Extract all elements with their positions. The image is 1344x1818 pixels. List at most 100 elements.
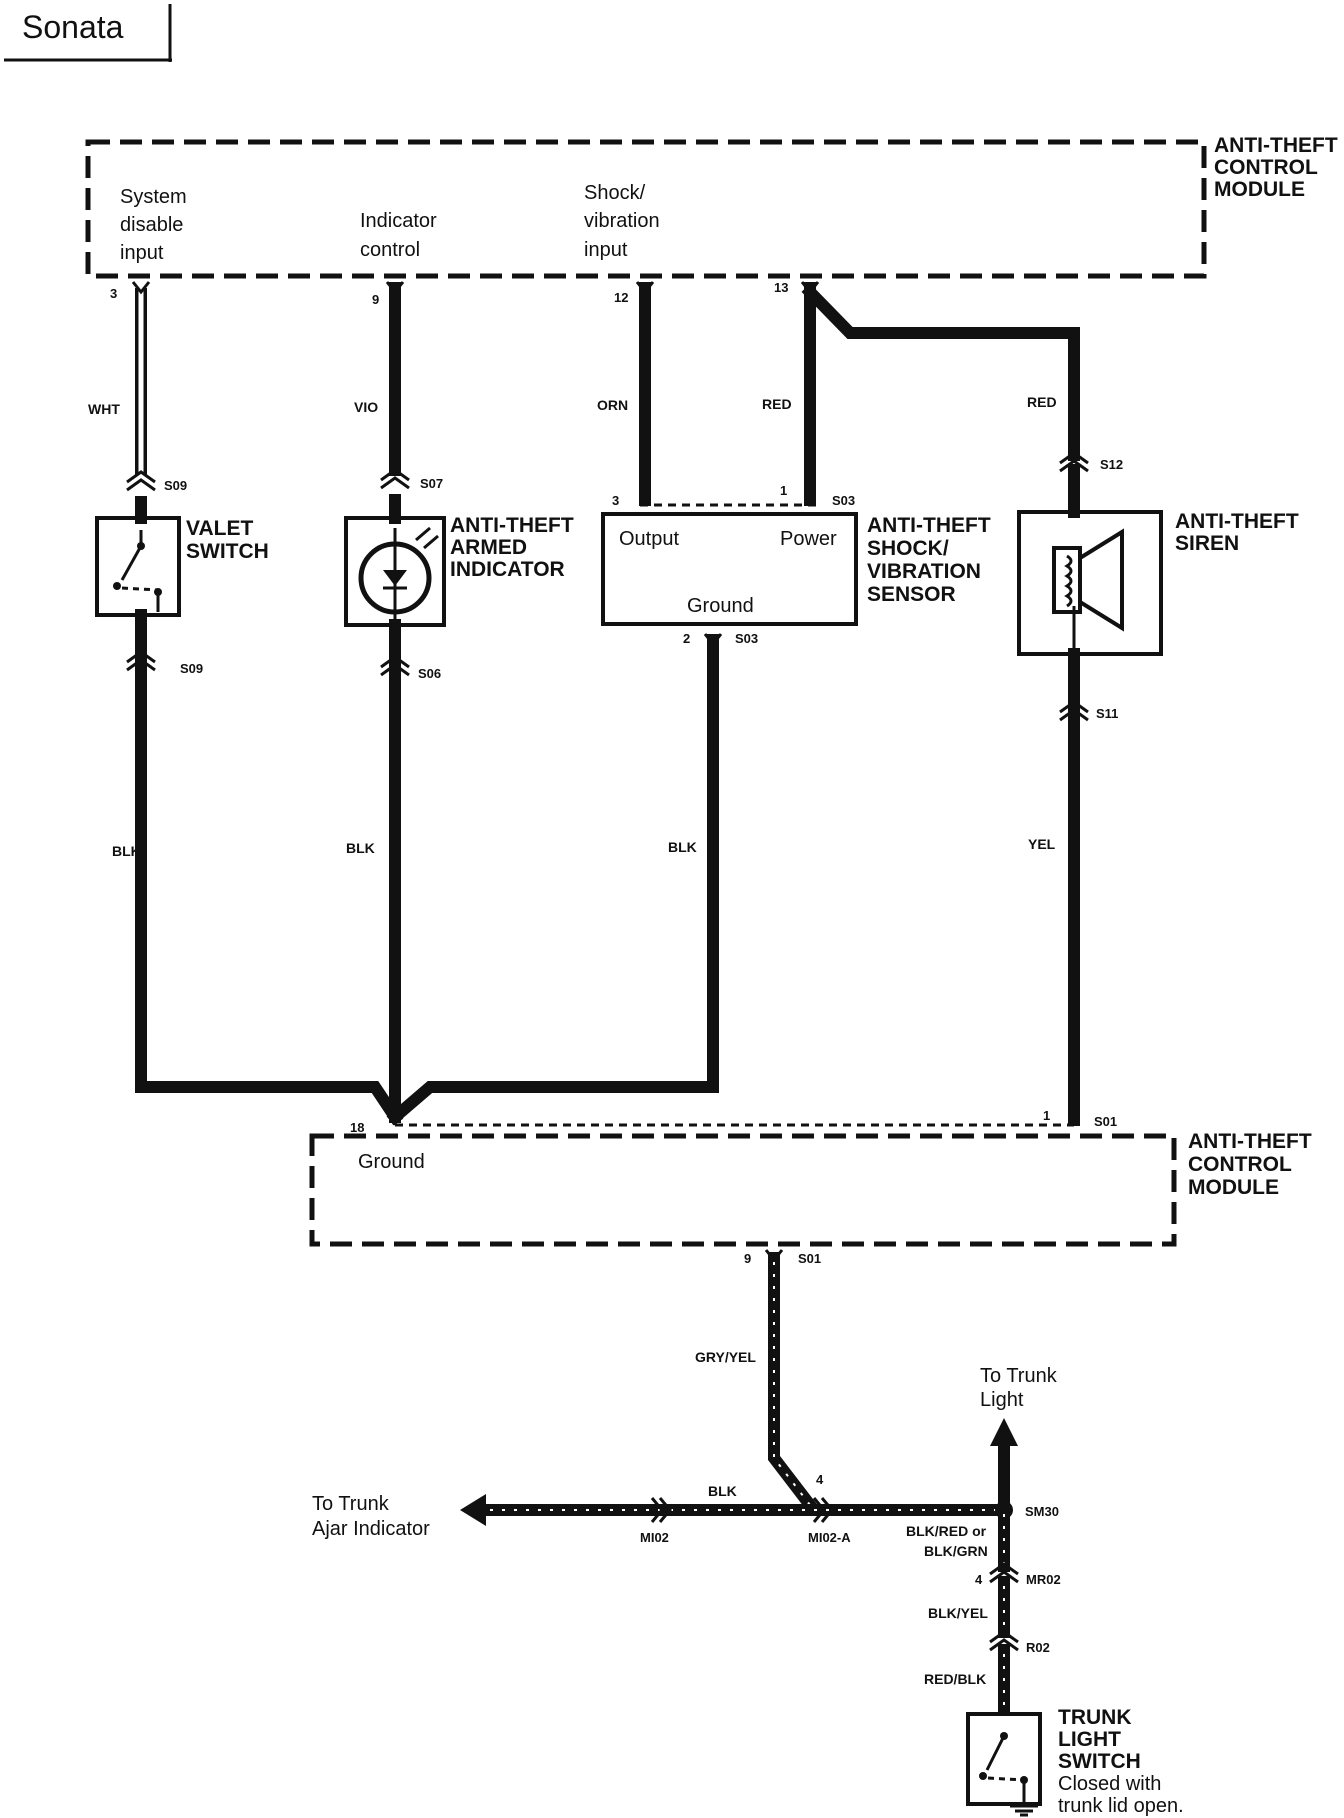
connector-label-s509-bottom: S09	[180, 661, 203, 676]
wire-gry-yel	[768, 1252, 819, 1514]
wire-label-blk-1: BLK	[112, 843, 141, 859]
svg-text:ANTI-THEFT: ANTI-THEFT	[1188, 1130, 1312, 1153]
wire-label-blk-yel: BLK/YEL	[928, 1605, 988, 1621]
siren-box	[1017, 510, 1163, 656]
system-disable-input-label: System disable input	[120, 186, 187, 264]
svg-text:INDICATOR: INDICATOR	[450, 558, 565, 581]
connector-label-s501-bottom: S01	[798, 1251, 821, 1266]
svg-text:SHOCK/: SHOCK/	[867, 537, 949, 560]
trunk-switch-box	[966, 1712, 1042, 1806]
pin-12: 12	[614, 290, 628, 305]
pin-13: 13	[774, 280, 788, 295]
connector-label-s503-top: S03	[832, 493, 855, 508]
svg-text:vibration: vibration	[584, 210, 660, 232]
sensor-pin-1: 1	[780, 483, 787, 498]
pin-1-bottom: 1	[1043, 1108, 1050, 1123]
connector-label-s512: S12	[1100, 457, 1123, 472]
siren-speaker	[1052, 528, 1124, 654]
page-title: Sonata	[22, 9, 124, 45]
wire-label-blk-4: BLK	[708, 1483, 737, 1499]
connector-label-s509-top: S09	[164, 478, 187, 493]
connector-label-r02: R02	[1026, 1640, 1050, 1655]
svg-text:ANTI-THEFT: ANTI-THEFT	[1175, 510, 1299, 533]
wire-label-blk-2: BLK	[346, 840, 375, 856]
siren-label: ANTI-THEFT SIREN	[1175, 510, 1299, 555]
sensor-power-label: Power	[780, 528, 837, 550]
wire-blk-red-label: BLK/RED or BLK/GRN	[906, 1523, 988, 1559]
connector-s507	[380, 468, 410, 490]
ground-symbol	[1010, 1800, 1038, 1817]
wire-label-red-1: RED	[762, 396, 792, 412]
svg-text:Light: Light	[980, 1389, 1024, 1411]
sensor-pin-2: 2	[683, 631, 690, 646]
svg-text:input: input	[120, 242, 164, 264]
bottom-control-module-box	[309, 1133, 1177, 1247]
svg-text:SWITCH: SWITCH	[186, 540, 269, 563]
connector-label-s501-top: S01	[1094, 1114, 1117, 1129]
armed-indicator-led	[358, 526, 439, 622]
wire-label-orn: ORN	[597, 397, 628, 413]
svg-text:SIREN: SIREN	[1175, 532, 1239, 555]
connector-label-mi02: MI02	[640, 1530, 669, 1545]
connector-label-s503-bottom: S03	[735, 631, 758, 646]
connector-s509-top	[126, 470, 156, 492]
connector-r02	[989, 1630, 1019, 1652]
connector-mi02	[650, 1497, 672, 1523]
connector-label-sm30: SM30	[1025, 1504, 1059, 1519]
wire-blk-trunk-ajar	[460, 1494, 1010, 1526]
svg-text:SWITCH: SWITCH	[1058, 1750, 1141, 1773]
pin-18: 18	[350, 1120, 364, 1135]
trunk-switch-label: TRUNK LIGHT SWITCH Closed with trunk lid…	[1058, 1706, 1184, 1817]
top-control-module-box	[85, 139, 1207, 279]
svg-text:SENSOR: SENSOR	[867, 583, 956, 606]
svg-text:Ajar Indicator: Ajar Indicator	[312, 1518, 430, 1540]
indicator-control-label: Indicator control	[360, 210, 437, 261]
top-module-label-line2: CONTROL	[1214, 156, 1318, 179]
shock-vibration-input-label: Shock/ vibration input	[584, 182, 660, 261]
connector-mr02	[989, 1562, 1019, 1584]
armed-indicator-label: ANTI-THEFT ARMED INDICATOR	[450, 514, 574, 581]
svg-text:LIGHT: LIGHT	[1058, 1728, 1121, 1751]
sensor-output-label: Output	[619, 528, 679, 550]
wire-label-blk-3: BLK	[668, 839, 697, 855]
top-module-label-line3: MODULE	[1214, 178, 1305, 201]
svg-text:System: System	[120, 186, 187, 208]
svg-text:VALET: VALET	[186, 517, 253, 540]
ground-input-label: Ground	[358, 1151, 425, 1173]
connector-mi02-a	[812, 1497, 834, 1523]
svg-text:trunk lid open.: trunk lid open.	[1058, 1795, 1184, 1817]
svg-text:Indicator: Indicator	[360, 210, 437, 232]
wire-label-vio: VIO	[354, 399, 378, 415]
svg-text:To Trunk: To Trunk	[980, 1365, 1058, 1387]
svg-text:ANTI-THEFT: ANTI-THEFT	[450, 514, 574, 537]
svg-text:VIBRATION: VIBRATION	[867, 560, 981, 583]
wire-to-trunk-light	[990, 1418, 1018, 1516]
trunk-switch-contact	[979, 1732, 1028, 1800]
svg-text:CONTROL: CONTROL	[1188, 1153, 1292, 1176]
svg-text:ARMED: ARMED	[450, 536, 527, 559]
connector-label-s507: S07	[420, 476, 443, 491]
top-module-label: ANTI-THEFT CONTROL MODULE	[1214, 134, 1338, 201]
wire-red-siren	[801, 283, 1080, 461]
connector-label-s506: S06	[418, 666, 441, 681]
wire-label-red-blk: RED/BLK	[924, 1671, 986, 1687]
wire-label-yel: YEL	[1028, 836, 1056, 852]
sensor-pin-3: 3	[612, 493, 619, 508]
connector-s501-bottom	[764, 1249, 784, 1263]
valet-switch-label: VALET SWITCH	[186, 517, 269, 563]
connector-label-mr02: MR02	[1026, 1572, 1061, 1587]
svg-text:BLK/GRN: BLK/GRN	[924, 1543, 988, 1559]
shock-sensor-label: ANTI-THEFT SHOCK/ VIBRATION SENSOR	[867, 514, 991, 606]
svg-text:To Trunk: To Trunk	[312, 1493, 390, 1515]
svg-text:Closed with: Closed with	[1058, 1773, 1161, 1795]
splice-pin-4: 4	[816, 1472, 824, 1487]
valet-switch-contact	[113, 530, 162, 612]
connector-label-s511: S11	[1096, 706, 1118, 721]
svg-text:BLK/RED or: BLK/RED or	[906, 1523, 987, 1539]
top-module-label-line1: ANTI-THEFT	[1214, 134, 1338, 157]
wire-blk-valet	[135, 609, 404, 1126]
pin-3: 3	[110, 286, 117, 301]
trunk-light-destination-label: To Trunk Light	[980, 1365, 1058, 1411]
svg-text:disable: disable	[120, 214, 183, 236]
